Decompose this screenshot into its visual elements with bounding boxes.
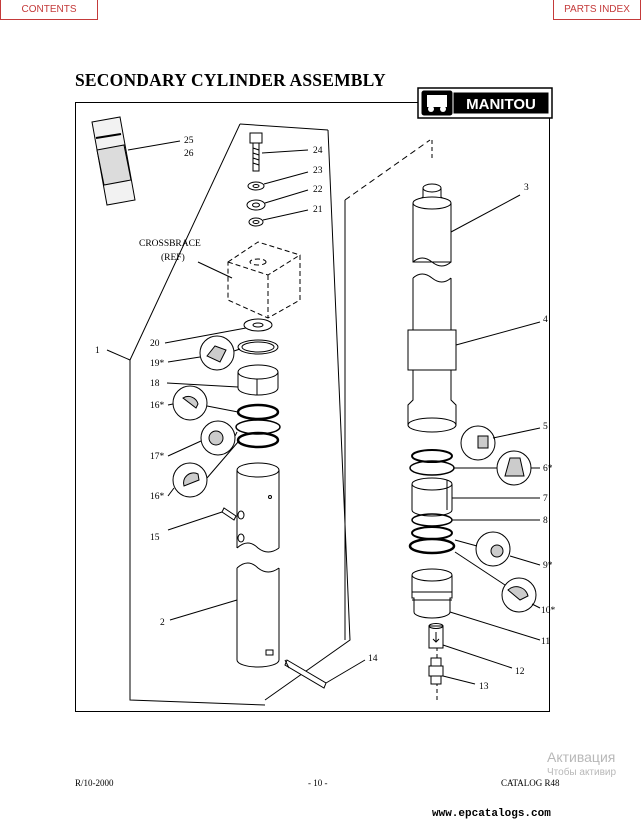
gland-11 [411,568,541,641]
seals-5-6 [409,425,541,486]
valve-12 [428,623,513,669]
svg-text:14: 14 [368,654,378,664]
svg-text:23: 23 [313,166,323,176]
page-title: SECONDARY CYLINDER ASSEMBLY [75,70,386,90]
svg-text:20: 20 [150,339,160,349]
rings-16-17 [167,385,281,498]
svg-text:22: 22 [313,185,323,195]
svg-text:18: 18 [150,379,160,389]
logo-text: MANITOU [466,96,536,113]
svg-text:10*: 10* [541,606,556,616]
svg-text:16*: 16* [150,492,165,502]
svg-text:24: 24 [313,146,323,156]
crossbrace-leader [197,261,233,279]
svg-text:16*: 16* [150,401,165,411]
ring-18 [166,364,279,396]
svg-text:13: 13 [479,682,489,692]
activation-watermark: Активация Чтобы активир [547,749,616,778]
bolt-stack [246,132,309,227]
svg-text:6*: 6* [543,464,553,474]
washer-20 [243,318,273,332]
svg-text:19*: 19* [150,359,165,369]
svg-text:11: 11 [541,637,550,647]
sleeve-7 [411,477,540,517]
footer-page-number: - 10 - [308,778,328,788]
svg-text:1: 1 [95,346,100,356]
svg-text:3: 3 [524,183,529,193]
contents-button[interactable]: CONTENTS [0,0,98,20]
svg-text:26: 26 [184,149,194,159]
piston-3 [412,183,521,267]
fitting-13 [428,657,476,685]
barrel-upper [167,462,280,553]
site-url: www.epcatalogs.com [432,808,551,820]
crossbrace-block [227,241,301,319]
tube-2 [169,562,280,668]
svg-text:9*: 9* [543,561,553,571]
svg-text:25: 25 [184,136,194,146]
diagram-frame [75,102,550,712]
manual-booklet [91,116,181,206]
svg-text:5: 5 [543,422,548,432]
svg-text:21: 21 [313,205,323,215]
watermark-line1: Активация [547,749,616,765]
svg-text:12: 12 [515,667,525,677]
svg-text:CROSSBRACE: CROSSBRACE [139,239,201,249]
svg-text:17*: 17* [150,452,165,462]
wrench-14 [284,659,366,689]
svg-text:4: 4 [543,315,548,325]
rod-4 [407,273,541,433]
left-assembly-outline [106,123,351,706]
svg-text:7: 7 [543,494,548,504]
footer-revision: R/10-2000 [75,778,114,788]
svg-text:(REF): (REF) [161,252,185,263]
part-labels: 25 26 24 23 22 21 CROSSBRACE (REF) 1 20 … [95,136,556,692]
seals-9-10 [408,526,541,613]
footer-catalog: CATALOG R48 [501,778,560,788]
manitou-logo: MANITOU [417,87,553,119]
svg-text:15: 15 [150,533,160,543]
watermark-line2: Чтобы активир [547,767,617,778]
svg-text:2: 2 [160,618,165,628]
svg-text:8: 8 [543,516,548,526]
